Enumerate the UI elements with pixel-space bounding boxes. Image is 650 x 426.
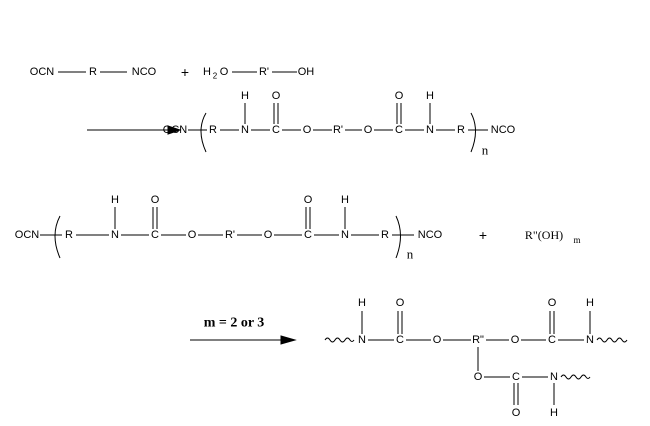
atom-o: O bbox=[433, 334, 442, 346]
atom-r: R bbox=[209, 124, 217, 136]
atom-h: H bbox=[111, 194, 119, 206]
atom-r: R bbox=[381, 229, 389, 241]
repeat-n: n bbox=[482, 143, 489, 158]
atom-o: O bbox=[304, 194, 313, 206]
reaction-arrow-1 bbox=[87, 125, 182, 135]
atom-n: N bbox=[586, 334, 594, 346]
atom-o: O bbox=[272, 90, 281, 102]
subscript-m: m bbox=[573, 235, 580, 245]
atom-h: H bbox=[341, 194, 349, 206]
atom-r-prime: R' bbox=[225, 229, 235, 241]
atom-n: N bbox=[341, 229, 349, 241]
atom-o: O bbox=[548, 297, 557, 309]
wavy-bond bbox=[324, 337, 355, 343]
atom-o: O bbox=[511, 334, 520, 346]
repeat-n: n bbox=[407, 247, 414, 262]
wavy-bond bbox=[560, 374, 591, 380]
polyol: R"(OH) bbox=[525, 228, 563, 242]
atom-n: N bbox=[111, 229, 119, 241]
atom-c: C bbox=[151, 229, 159, 241]
end-nco: NCO bbox=[418, 229, 443, 241]
left-bracket bbox=[54, 215, 61, 259]
plus-sign: + bbox=[479, 227, 487, 243]
atom-c: C bbox=[304, 229, 312, 241]
atom-h: H bbox=[586, 297, 594, 309]
atom-h: H bbox=[550, 407, 558, 419]
atom-r-prime: R' bbox=[259, 66, 269, 78]
atom-c: C bbox=[512, 371, 520, 383]
atom-h: H bbox=[241, 90, 249, 102]
atom-c: C bbox=[548, 334, 556, 346]
atom-r-double-prime: R" bbox=[472, 334, 484, 346]
arrow-condition: m = 2 or 3 bbox=[204, 316, 265, 331]
atom-o: O bbox=[395, 90, 404, 102]
atom-n: N bbox=[241, 124, 249, 136]
atom-o: O bbox=[220, 66, 229, 78]
right-bracket bbox=[470, 112, 476, 153]
atom-c: C bbox=[396, 334, 404, 346]
atom-oh: OH bbox=[298, 66, 315, 78]
atom-r: R bbox=[89, 66, 97, 78]
atom-h: H bbox=[426, 90, 434, 102]
left-bracket bbox=[200, 112, 207, 153]
atom-o: O bbox=[364, 124, 373, 136]
end-nco: NCO bbox=[491, 124, 516, 136]
atom-o: O bbox=[188, 229, 197, 241]
atom-r: R bbox=[65, 229, 73, 241]
atom-ocn: OCN bbox=[30, 66, 55, 78]
reaction-arrow-2: m = 2 or 3 bbox=[190, 316, 297, 345]
reactants-row: OCN R NCO + H 2 O R' OH bbox=[30, 64, 315, 81]
atom-o: O bbox=[264, 229, 273, 241]
atom-c: C bbox=[395, 124, 403, 136]
atom-r: R bbox=[457, 124, 465, 136]
subscript-2: 2 bbox=[213, 72, 218, 81]
prepolymer-2: OCN R N H C O O R' O C O N H R n NCO + R… bbox=[15, 194, 581, 262]
atom-h: H bbox=[358, 297, 366, 309]
atom-nco: NCO bbox=[132, 66, 157, 78]
end-ocn: OCN bbox=[163, 124, 188, 136]
atom-r-prime: R' bbox=[333, 124, 343, 136]
wavy-bond bbox=[596, 337, 628, 343]
atom-n: N bbox=[426, 124, 434, 136]
atom-n: N bbox=[550, 371, 558, 383]
atom-o: O bbox=[303, 124, 312, 136]
atom-n: N bbox=[358, 334, 366, 346]
atom-o: O bbox=[512, 407, 521, 419]
atom-o: O bbox=[151, 194, 160, 206]
prepolymer-1: OCN R N H C O O R' O C O N H R n NCO bbox=[163, 90, 516, 158]
right-bracket bbox=[395, 215, 401, 259]
atom-c: C bbox=[272, 124, 280, 136]
end-ocn: OCN bbox=[15, 229, 40, 241]
crosslinked-product: N H C O O R" O C O N H O C O N H bbox=[324, 297, 628, 419]
atom-h: H bbox=[203, 66, 211, 78]
atom-o: O bbox=[396, 297, 405, 309]
plus-sign: + bbox=[181, 64, 189, 80]
atom-o: O bbox=[474, 371, 483, 383]
